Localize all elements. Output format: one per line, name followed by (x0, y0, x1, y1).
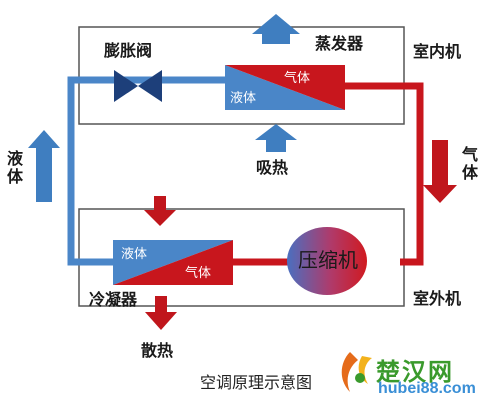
diagram-caption: 空调原理示意图 (200, 373, 313, 392)
evaporator-liquid-text: 液体 (230, 91, 257, 106)
heat-out-arrow-icon (252, 14, 300, 44)
condenser-gas-text: 气体 (185, 266, 212, 281)
release-heat-label: 散热 (141, 341, 174, 360)
release-heat-arrow-icon (145, 296, 177, 330)
condenser-gas-part (113, 240, 233, 285)
watermark: 楚汉网 hubei88.com (336, 352, 500, 401)
compressor (287, 227, 367, 295)
absorb-heat-arrow-icon (255, 124, 297, 152)
evaporator-label: 蒸发器 (315, 34, 364, 53)
gas-pipe (345, 82, 424, 266)
absorb-heat-label: 吸热 (256, 158, 289, 177)
outdoor-unit-box (78, 208, 405, 307)
compressor-label: 压缩机 (298, 248, 358, 272)
liquid-pipe (67, 76, 225, 266)
outdoor-unit-label: 室外机 (413, 289, 462, 308)
heat-in-arrow-icon (144, 196, 176, 226)
watermark-name: 楚汉网 (376, 358, 454, 386)
gas-flow-arrow-icon (423, 140, 457, 203)
watermark-logo-icon (341, 352, 372, 392)
liquid-side-label: 液体 (4, 150, 23, 186)
indoor-unit-label: 室内机 (413, 42, 462, 61)
expansion-valve-icon (114, 70, 162, 102)
expansion-valve-label: 膨胀阀 (104, 41, 153, 60)
watermark-url: hubei88.com (378, 380, 476, 397)
evaporator-gas-text: 气体 (284, 71, 311, 86)
indoor-unit-box (78, 26, 405, 125)
gas-side-label: 气体 (459, 146, 478, 182)
evaporator-gas-part (225, 65, 345, 110)
condenser-liquid-text: 液体 (121, 247, 148, 262)
condenser-label: 冷凝器 (89, 290, 138, 309)
liquid-flow-arrow-icon (28, 130, 60, 202)
